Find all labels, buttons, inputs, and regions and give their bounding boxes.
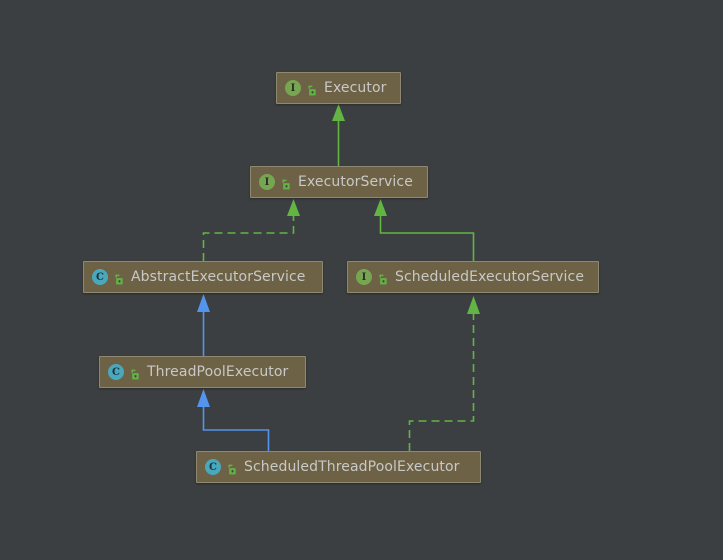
class-icon: C — [108, 364, 124, 380]
edge-scheduledthreadpoolexecutor-implements-scheduledexecutorservice — [408, 296, 480, 451]
edge-scheduledexecutorservice-extends-executorservice — [374, 199, 475, 261]
node-label: ScheduledThreadPoolExecutor — [244, 459, 460, 475]
node-label: ScheduledExecutorService — [395, 269, 585, 285]
node-thread-pool-executor[interactable]: C ThreadPoolExecutor — [99, 356, 306, 388]
node-label: ThreadPoolExecutor — [147, 364, 289, 380]
class-icon: C — [205, 459, 221, 475]
interface-icon: I — [285, 80, 301, 96]
unlocked-padlock-icon — [129, 366, 141, 379]
node-scheduled-executor-service[interactable]: I ScheduledExecutorService — [347, 261, 599, 293]
unlocked-padlock-icon — [113, 271, 125, 284]
unlocked-padlock-icon — [377, 271, 389, 284]
node-label: Executor — [324, 80, 387, 96]
edge-scheduledthreadpoolexecutor-extends-threadpoolexecutor — [197, 389, 270, 451]
edge-threadpoolexecutor-extends-abstractexecutorservice — [197, 294, 210, 356]
class-icon: C — [92, 269, 108, 285]
unlocked-padlock-icon — [306, 82, 318, 95]
unlocked-padlock-icon — [280, 176, 292, 189]
edge-executorservice-extends-executor — [332, 104, 345, 166]
node-scheduled-thread-pool-executor[interactable]: C ScheduledThreadPoolExecutor — [196, 451, 481, 483]
node-label: AbstractExecutorService — [131, 269, 306, 285]
node-abstract-executor-service[interactable]: C AbstractExecutorService — [83, 261, 323, 293]
interface-icon: I — [356, 269, 372, 285]
node-executor[interactable]: I Executor — [276, 72, 401, 104]
unlocked-padlock-icon — [226, 461, 238, 474]
node-label: ExecutorService — [298, 174, 413, 190]
interface-icon: I — [259, 174, 275, 190]
node-executor-service[interactable]: I ExecutorService — [250, 166, 428, 198]
edge-abstractexecutorservice-implements-executorservice — [202, 199, 300, 261]
